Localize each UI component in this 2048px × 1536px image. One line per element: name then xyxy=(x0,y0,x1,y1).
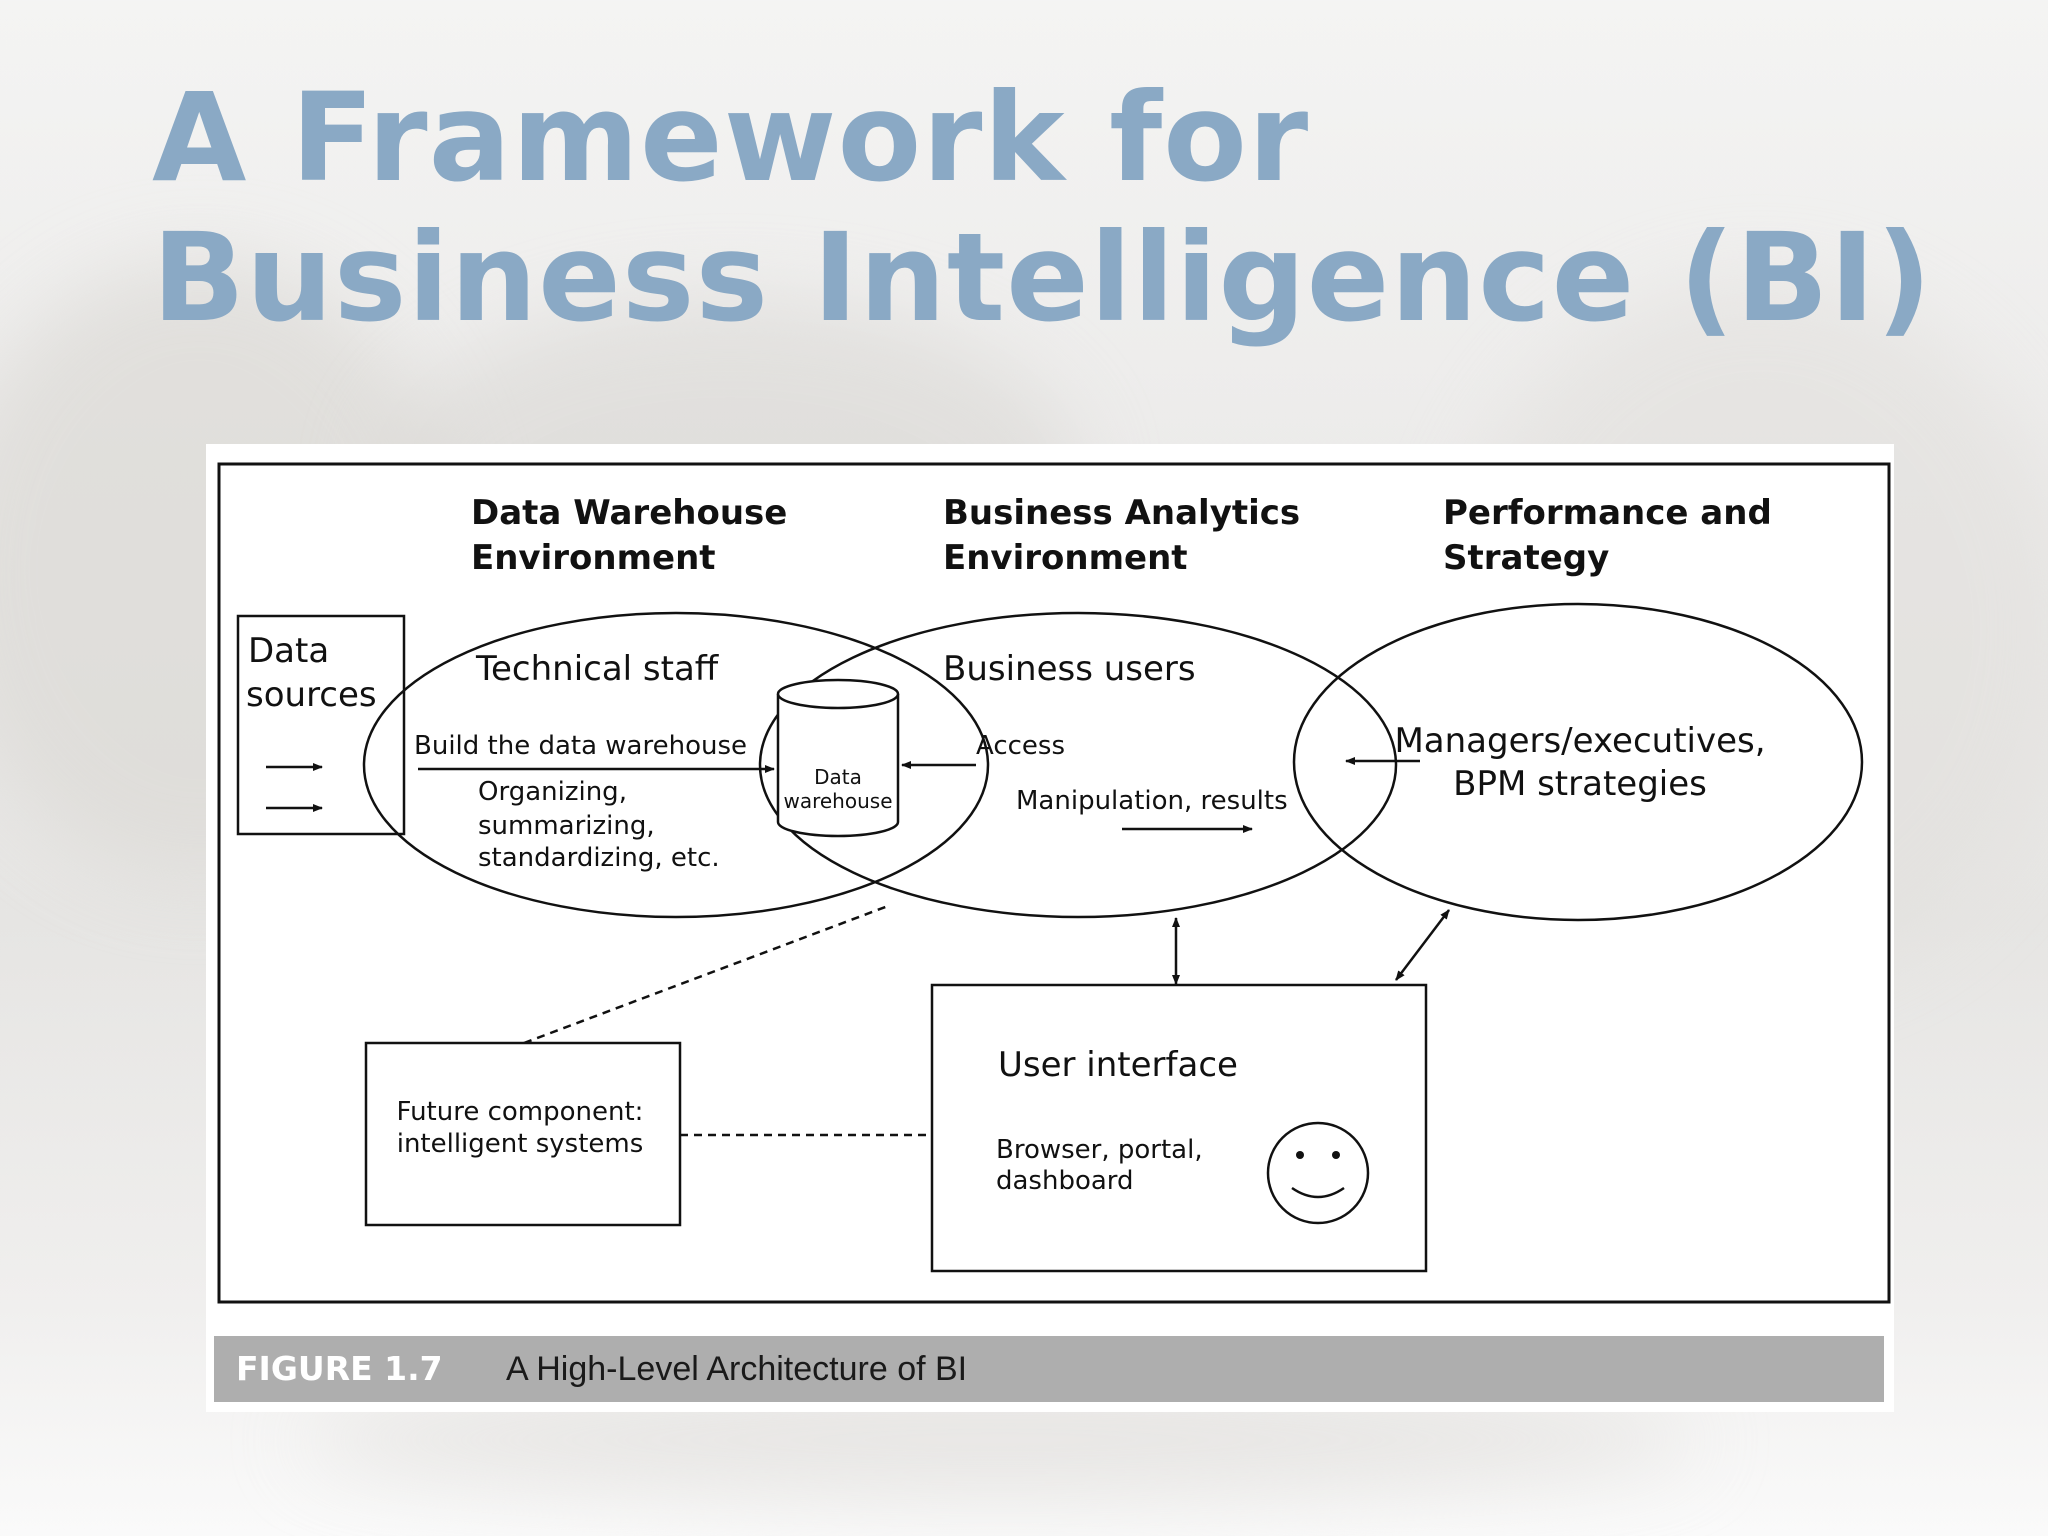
technical-staff-label: Technical staff xyxy=(475,649,720,689)
access-label: Access xyxy=(976,731,1065,761)
slide-title: A Framework for Business Intelligence (B… xyxy=(152,68,1933,348)
browser-portal-label: Browser, portal, xyxy=(996,1135,1203,1165)
dashboard-label: dashboard xyxy=(996,1166,1134,1196)
organizing-label: standardizing, etc. xyxy=(478,843,720,873)
figure-caption-bar: FIGURE 1.7 A High-Level Architecture of … xyxy=(214,1336,1884,1402)
heading-data-warehouse-environment: Environment xyxy=(471,538,716,578)
bi-architecture-diagram: Data Warehouse Environment Business Anal… xyxy=(217,462,1891,1304)
heading-performance-strategy: Performance and xyxy=(1443,493,1772,533)
figure-border xyxy=(217,462,1891,1304)
managers-executives-label: Managers/executives, xyxy=(1394,721,1765,761)
heading-business-analytics-environment: Business Analytics xyxy=(943,493,1300,533)
organizing-label: summarizing, xyxy=(478,811,655,841)
data-warehouse-label: warehouse xyxy=(783,789,892,813)
slide-title-line: Business Intelligence (BI) xyxy=(152,207,1933,349)
figure-number: FIGURE 1.7 xyxy=(236,1349,443,1388)
data-sources-label: sources xyxy=(246,675,377,715)
heading-data-warehouse-environment: Data Warehouse xyxy=(471,493,787,533)
organizing-label: Organizing, xyxy=(478,777,627,807)
future-component-box xyxy=(364,1041,682,1227)
user-interface-label: User interface xyxy=(998,1045,1238,1085)
future-component-label: intelligent systems xyxy=(397,1129,644,1159)
heading-performance-strategy: Strategy xyxy=(1443,538,1609,578)
figure-panel: Data Warehouse Environment Business Anal… xyxy=(206,444,1894,1412)
figure-caption: A High-Level Architecture of BI xyxy=(506,1350,968,1388)
build-data-warehouse-label: Build the data warehouse xyxy=(414,731,747,761)
data-warehouse-label: Data xyxy=(814,765,862,789)
performance-strategy-ellipse xyxy=(1292,602,1864,922)
user-interface-box xyxy=(930,983,1428,1273)
future-component-label: Future component: xyxy=(397,1097,644,1127)
bpm-strategies-label: BPM strategies xyxy=(1453,764,1707,804)
business-analytics-ellipse xyxy=(758,611,1398,919)
future-dashed-connector xyxy=(523,904,889,1045)
data-sources-label: Data xyxy=(248,631,329,671)
heading-business-analytics-environment: Environment xyxy=(943,538,1188,578)
data-warehouse-cylinder-icon xyxy=(776,678,900,838)
business-users-label: Business users xyxy=(943,649,1196,689)
data-warehouse-ellipse xyxy=(362,611,990,919)
strategy-ui-arrow xyxy=(1395,909,1450,981)
manipulation-results-label: Manipulation, results xyxy=(1016,786,1288,816)
smiley-face-icon xyxy=(1266,1121,1370,1225)
slide-title-line: A Framework for xyxy=(152,67,1310,209)
